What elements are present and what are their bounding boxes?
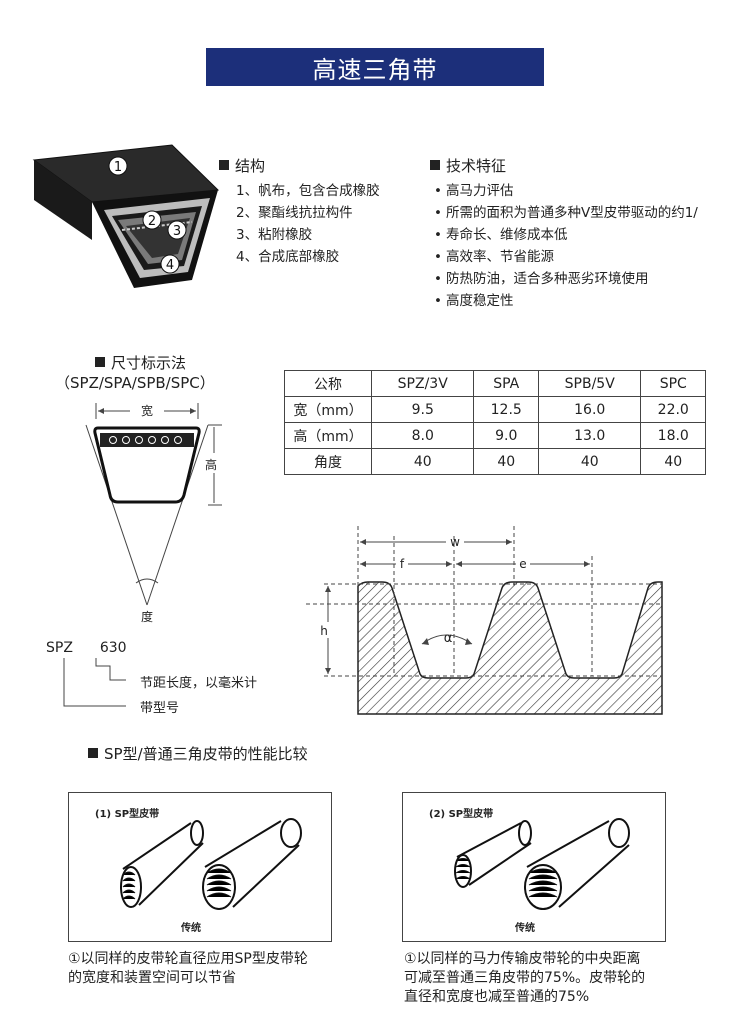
feature-item: 高马力评估 xyxy=(434,180,750,202)
feature-item: 高效率、节省能源 xyxy=(434,246,750,268)
dimension-heading: 尺寸标示法 xyxy=(95,352,186,373)
square-bullet-icon xyxy=(88,748,98,758)
code-length: 630 xyxy=(99,640,127,656)
belt-drive-illustration xyxy=(120,818,302,910)
table-header-row: 公称 SPZ/3V SPA SPB/5V SPC xyxy=(284,370,706,397)
structure-heading: 结构 xyxy=(219,155,265,176)
table-cell: 高（mm） xyxy=(284,422,372,449)
panel-2-label: (2) SP型皮带 xyxy=(429,809,494,820)
code-length-desc: 节距长度，以毫米计 xyxy=(140,676,258,691)
panel-2-caption: ①以同样的马力传输皮带轮的中央距离 可减至普通三角皮带的75%。皮带轮的 直径和… xyxy=(404,951,646,1005)
square-bullet-icon xyxy=(219,160,229,170)
width-label: 宽 xyxy=(141,403,153,418)
feature-item: 寿命长、维修成本低 xyxy=(434,224,750,246)
dimension-subheading: （SPZ/SPA/SPB/SPC） xyxy=(55,374,215,392)
table-cell: 9.0 xyxy=(473,422,539,449)
table-cell: 9.5 xyxy=(370,396,475,423)
page-title: 高速三角带 xyxy=(312,55,438,84)
spec-table: 公称 SPZ/3V SPA SPB/5V SPC 宽（mm） 9.5 12.5 … xyxy=(284,370,706,475)
features-list: 高马力评估 所需的面积为普通多种V型皮带驱动的约1/ 寿命长、维修成本低 高效率… xyxy=(434,180,750,312)
table-header-cell: 公称 xyxy=(284,370,372,397)
belt-cross-section-illustration: 1 2 3 4 xyxy=(32,144,220,288)
feature-item: 防热防油，适合多种恶劣环境使用 xyxy=(434,268,750,290)
page-title-banner: 高速三角带 xyxy=(206,48,544,86)
code-type: SPZ xyxy=(46,640,73,656)
marker-1: 1 xyxy=(114,160,122,175)
panel-1-bottom-label: 传统 xyxy=(181,923,201,934)
code-example: SPZ 630 xyxy=(46,640,127,656)
f-label: f xyxy=(400,557,405,571)
marker-4-circle xyxy=(160,254,180,274)
square-bullet-icon xyxy=(430,160,440,170)
height-label: 高 xyxy=(205,457,217,472)
table-cell: 13.0 xyxy=(537,422,642,449)
table-cell: 40 xyxy=(370,448,475,475)
code-type-desc: 带型号 xyxy=(140,701,180,716)
alpha-label: α xyxy=(444,631,453,646)
feature-item: 所需的面积为普通多种V型皮带驱动的约1/ xyxy=(434,202,750,224)
comparison-heading: SP型/普通三角皮带的性能比较 xyxy=(88,743,308,764)
comparison-panel-1: (1) SP型皮带 传统 xyxy=(68,792,332,942)
structure-item: 2、聚酯线抗拉构件 xyxy=(236,205,353,221)
table-row: 高（mm） 8.0 9.0 13.0 18.0 xyxy=(284,422,706,449)
structure-item: 1、帆布，包含合成橡胶 xyxy=(236,183,380,199)
table-cell: 40 xyxy=(473,448,539,475)
table-cell: 40 xyxy=(640,448,706,475)
h-label: h xyxy=(320,624,328,638)
table-header-cell: SPB/5V xyxy=(537,370,642,397)
marker-1-circle xyxy=(108,156,128,176)
table-header-cell: SPA xyxy=(473,370,539,397)
table-cell: 角度 xyxy=(284,448,372,475)
table-cell: 12.5 xyxy=(473,396,539,423)
panel-1-caption: ①以同样的皮带轮直径应用SP型皮带轮 的宽度和装置空间可以节省 xyxy=(68,951,308,986)
square-bullet-icon xyxy=(95,357,105,367)
table-cell: 宽（mm） xyxy=(284,396,372,423)
marker-2: 2 xyxy=(148,214,156,229)
structure-list: 1、帆布，包含合成橡胶 2、聚酯线抗拉构件 3、粘附橡胶 4、合成底部橡胶 xyxy=(236,180,380,268)
code-bracket-lines xyxy=(63,658,126,707)
pulley-groove-diagram: w f e h α xyxy=(306,526,663,715)
table-cell: 18.0 xyxy=(640,422,706,449)
table-row: 角度 40 40 40 40 xyxy=(284,448,706,475)
structure-item: 4、合成底部橡胶 xyxy=(236,249,340,265)
table-cell: 8.0 xyxy=(370,422,475,449)
marker-4: 4 xyxy=(166,258,174,273)
marker-3: 3 xyxy=(173,224,181,239)
comparison-panel-2: (2) SP型皮带 传统 xyxy=(402,792,666,942)
marker-3-circle xyxy=(167,220,187,240)
w-label: w xyxy=(450,535,460,549)
panel-1-label: (1) SP型皮带 xyxy=(95,809,160,820)
table-row: 宽（mm） 9.5 12.5 16.0 22.0 xyxy=(284,396,706,423)
table-cell: 16.0 xyxy=(537,396,642,423)
belt-drive-illustration xyxy=(454,818,630,910)
belt-dimension-diagram: 宽 高 度 xyxy=(85,403,222,624)
angle-label: 度 xyxy=(141,609,153,624)
table-cell: 40 xyxy=(537,448,642,475)
features-heading: 技术特征 xyxy=(430,155,506,176)
marker-2-circle xyxy=(142,210,162,230)
table-header-cell: SPC xyxy=(640,370,706,397)
table-header-cell: SPZ/3V xyxy=(370,370,475,397)
structure-item: 3、粘附橡胶 xyxy=(236,227,313,243)
e-label: e xyxy=(519,557,526,571)
table-cell: 22.0 xyxy=(640,396,706,423)
panel-2-bottom-label: 传统 xyxy=(515,923,535,934)
feature-item: 高度稳定性 xyxy=(434,290,750,312)
